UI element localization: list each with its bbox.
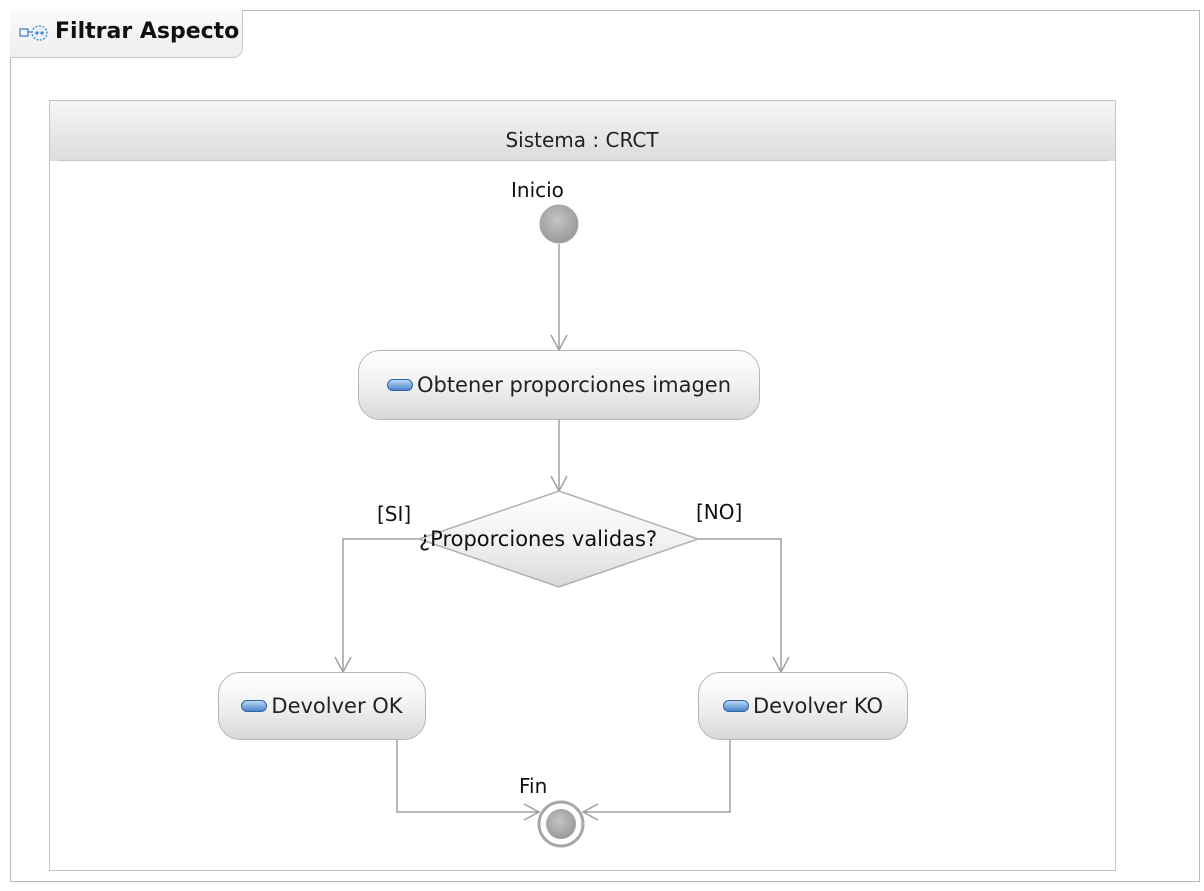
action-icon — [722, 700, 749, 712]
edge-decision-to-ko — [698, 538, 782, 672]
activity-diagram-icon — [19, 25, 48, 41]
swimlane-label: Sistema : CRCT — [505, 128, 659, 152]
guard-si-label: [SI] — [377, 502, 412, 526]
arrowhead-fin-left — [523, 803, 541, 821]
edge-ko-to-fin — [583, 740, 731, 813]
action-obtener-label: Obtener proporciones imagen — [416, 373, 732, 397]
arrowhead-fin-right — [581, 803, 599, 821]
initial-node[interactable] — [539, 204, 579, 244]
action-icon — [241, 700, 268, 712]
swimlane-partition — [49, 100, 1116, 871]
action-devolver-ko[interactable]: Devolver KO — [698, 672, 908, 740]
final-node-core — [546, 809, 576, 839]
action-obtener-proporciones[interactable]: Obtener proporciones imagen — [358, 350, 760, 420]
action-ko-label: Devolver KO — [752, 694, 883, 718]
final-node-label: Fin — [519, 774, 548, 798]
action-devolver-ok[interactable]: Devolver OK — [218, 672, 426, 740]
action-icon — [386, 379, 413, 391]
action-ok-label: Devolver OK — [271, 694, 403, 718]
decision-label: ¿Proporciones validas? — [419, 527, 658, 551]
swimlane-header-divider — [58, 160, 1108, 161]
diagram-title: Filtrar Aspecto — [55, 19, 240, 44]
diagram-title-tab: Filtrar Aspecto — [10, 10, 243, 58]
initial-node-label: Inicio — [511, 178, 564, 202]
decision-node[interactable] — [416, 490, 701, 588]
guard-no-label: [NO] — [696, 500, 743, 524]
swimlane-header — [50, 101, 1115, 161]
edge-decision-to-ok — [342, 538, 419, 672]
edge-ok-to-fin — [396, 740, 539, 813]
